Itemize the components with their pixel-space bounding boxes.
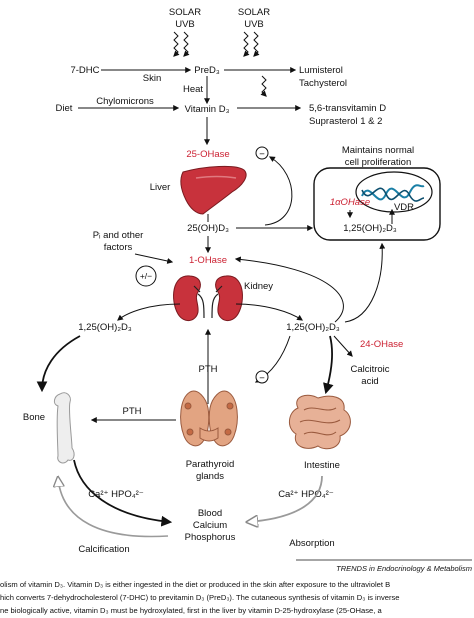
- arrow-feedback-to-25-ohase: [264, 156, 293, 226]
- ca-hpo4-right-label: Ca²⁺ HPO₄²⁻: [278, 489, 334, 500]
- 1-alpha-ohase-label: 1αOHase: [330, 197, 370, 208]
- svg-text:−: −: [259, 373, 265, 384]
- 1-ohase-label: 1-OHase: [189, 255, 227, 266]
- arrow-125-to-intestine: [323, 335, 334, 395]
- arrow-blood-to-bone: [58, 478, 169, 538]
- calcitroic-label-line1: Calcitroic: [350, 364, 389, 375]
- blood-label-line1: Blood: [198, 508, 222, 519]
- solar-uvb-label-1-line1: SOLAR: [169, 7, 201, 18]
- blood-label-line3: Phosphorus: [185, 532, 236, 543]
- 24-ohase-label: 24-OHase: [360, 339, 403, 350]
- intestine-icon: [289, 394, 351, 450]
- svg-text:+/−: +/−: [140, 271, 152, 281]
- bone-icon: [53, 392, 75, 464]
- lumisterol-label: Lumisterol: [299, 65, 343, 76]
- bone-label: Bone: [23, 412, 45, 423]
- blood-label-line2: Calcium: [193, 520, 227, 531]
- vdr-label: VDR: [394, 202, 414, 213]
- maintains-label-line2: cell proliferation: [345, 157, 412, 168]
- solar-uvb-label-2-line2: UVB: [244, 19, 264, 30]
- arrow-pi-factors-to-1-ohase: [134, 253, 174, 264]
- pth-left-label: PTH: [123, 406, 142, 417]
- journal-label: TRENDS in Endocrinology & Metabolism: [336, 564, 472, 573]
- arrow-125-to-bone: [36, 335, 81, 393]
- 25-oh-d3-label: 25(OH)D₃: [187, 223, 229, 234]
- calcitroic-label-line2: acid: [361, 376, 378, 387]
- transvitamin-label: 5,6-transvitamin D: [309, 103, 386, 114]
- pth-up-label: PTH: [199, 364, 218, 375]
- arrow-kidney-to-left-125: [117, 303, 181, 321]
- pred3-label: PreD₃: [194, 65, 220, 76]
- 1-25-oh2-d3-left-label: 1,25(OH)₂D₃: [78, 322, 132, 333]
- pi-factors-label-line2: factors: [104, 242, 133, 253]
- arrow-to-calcitroic-acid: [333, 335, 353, 357]
- maintains-label-line1: Maintains normal: [342, 145, 414, 156]
- ca-hpo4-left-label: Ca²⁺ HPO₄²⁻: [88, 489, 144, 500]
- figure-caption: olism of vitamin D₃. Vitamin D₃ is eithe…: [0, 578, 474, 617]
- vitamin-d-metabolism-diagram: SOLAR UVB SOLAR UVB 7-DHC Skin PreD₃ Lum…: [23, 7, 472, 573]
- arrow-bone-to-blood: [73, 459, 173, 527]
- solar-uvb-label-1-line2: UVB: [175, 19, 195, 30]
- vitamin-d3-label: Vitamin D₃: [185, 104, 230, 115]
- parathyroid-label-line2: glands: [196, 471, 224, 482]
- svg-text:−: −: [259, 149, 265, 160]
- 7-dhc-label: 7-DHC: [70, 65, 99, 76]
- intestine-label: Intestine: [304, 460, 340, 471]
- arrow-feedback-to-1-ohase: [234, 256, 344, 323]
- absorption-label: Absorption: [289, 538, 334, 549]
- calcification-label: Calcification: [78, 544, 129, 555]
- caption-line-1: olism of vitamin D₃. Vitamin D₃ is eithe…: [0, 580, 391, 589]
- liver-label: Liver: [150, 182, 171, 193]
- kidney-label: Kidney: [244, 281, 273, 292]
- inhibition-minus-icon-parathyroid: −: [255, 370, 269, 384]
- inhibition-minus-icon-liver: −: [255, 146, 269, 160]
- suprasterol-label: Suprasterol 1 & 2: [309, 116, 382, 127]
- parathyroid-label-line1: Parathyroid: [186, 459, 235, 470]
- liver-icon: [180, 165, 247, 215]
- kidney-icon: [173, 275, 243, 321]
- caption-line-2: hich converts 7-dehydrocholesterol (7-DH…: [0, 593, 400, 602]
- dna-helix-icon: [361, 184, 425, 201]
- 25-ohase-label: 25-OHase: [186, 149, 229, 160]
- skin-label: Skin: [143, 73, 161, 84]
- uv-ray-icons: [173, 31, 267, 97]
- 1-25-oh2-d3-right-label: 1,25(OH)₂D₃: [286, 322, 340, 333]
- parathyroid-icon: [180, 390, 238, 447]
- cell-proliferation-box: Maintains normal cell proliferation 1αOH…: [313, 145, 441, 241]
- arrow-intestine-to-blood: [248, 475, 323, 522]
- arrow-125-to-cell: [344, 242, 386, 323]
- arrow-kidney-to-right-125: [235, 303, 303, 321]
- tachysterol-label: Tachysterol: [299, 78, 347, 89]
- chylomicrons-label: Chylomicrons: [96, 96, 154, 107]
- plus-minus-regulation-icon: +/−: [135, 265, 157, 287]
- caption-line-3: ne biologically active, vitamin D₃ must …: [0, 606, 382, 615]
- diet-label: Diet: [56, 103, 73, 114]
- pi-factors-label-line1: Pᵢ and other: [93, 230, 144, 241]
- solar-uvb-label-2-line1: SOLAR: [238, 7, 270, 18]
- heat-label: Heat: [183, 84, 203, 95]
- 1-25-oh2-d3-cell-label: 1,25(OH)₂D₃: [343, 223, 397, 234]
